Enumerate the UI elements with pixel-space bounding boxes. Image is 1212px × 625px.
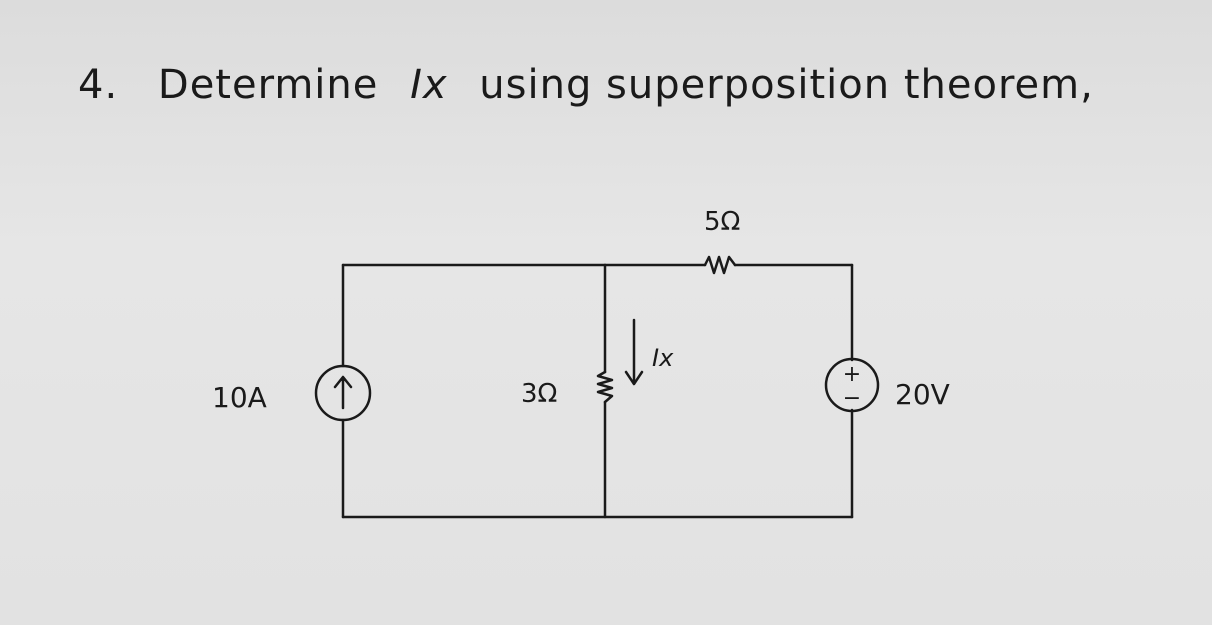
question-text: 4. Determine Ix using superposition theo… — [78, 62, 1094, 108]
minus-sign: − — [843, 386, 861, 411]
resistor-5ohm-symbol — [703, 255, 737, 275]
resistor-3ohm-symbol — [596, 370, 614, 404]
question-rest: using superposition theorem, — [479, 62, 1094, 108]
resistor-3ohm-label: 3Ω — [521, 379, 557, 409]
current-ix-label: Ix — [652, 344, 674, 372]
resistor-5ohm-label: 5Ω — [704, 207, 740, 237]
question-number: 4. — [78, 62, 119, 108]
arrow-down-icon — [624, 318, 644, 386]
question-verb: Determine — [157, 62, 379, 108]
current-source-symbol — [314, 364, 372, 422]
arrow-up-icon — [333, 375, 353, 410]
current-source-label: 10A — [212, 381, 267, 414]
voltage-source-label: 20V — [895, 378, 950, 411]
voltage-source-symbol — [824, 357, 880, 413]
plus-sign: + — [843, 362, 861, 387]
question-variable: Ix — [410, 62, 448, 108]
